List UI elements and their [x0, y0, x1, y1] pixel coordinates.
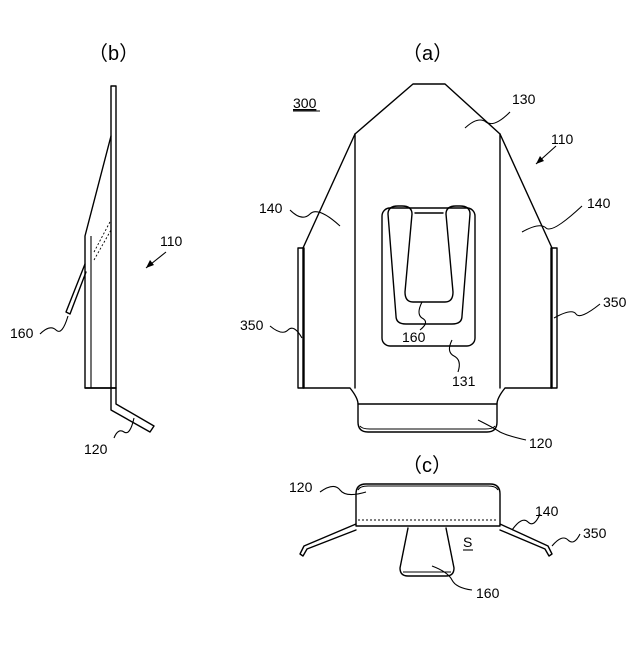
figure-c-title: （c）: [402, 454, 452, 477]
label-S: S: [463, 534, 472, 550]
label-130: 130: [512, 91, 536, 107]
figure-c-drawing: [300, 484, 580, 590]
figure-c: （c） 120 140 350 S 160: [289, 454, 607, 601]
label-350-right: 350: [603, 294, 627, 310]
hidden-line: [94, 230, 111, 260]
leader-120-c: [320, 486, 366, 494]
main-body-outline: [303, 84, 552, 432]
label-110-a: 110: [551, 131, 574, 147]
leader-130: [465, 112, 510, 128]
end-block-edge: [358, 486, 498, 490]
label-160-b: 160: [10, 325, 34, 341]
leader-131: [449, 340, 459, 372]
figure-a-title: （a）: [402, 42, 453, 65]
figure-a: （a） 300: [240, 42, 627, 451]
tongue-160: [388, 206, 470, 324]
side-tab-160: [66, 264, 86, 314]
wing-right: [500, 524, 552, 556]
leader-160-c: [432, 566, 472, 590]
leader-140-right: [522, 206, 582, 232]
leader-120-a: [478, 420, 526, 440]
window-131: [382, 208, 475, 346]
wing-left: [300, 524, 356, 556]
label-350-left: 350: [240, 317, 264, 333]
leader-350-left: [270, 326, 302, 338]
label-140-c: 140: [535, 503, 559, 519]
tab-edge: [360, 426, 495, 429]
label-160-c: 160: [476, 585, 500, 601]
hidden-line: [94, 220, 111, 252]
label-140-left: 140: [259, 200, 283, 216]
label-160-a: 160: [402, 329, 426, 345]
label-110-b: 110: [160, 233, 183, 249]
leader-160-a: [419, 302, 426, 330]
arrow-head: [146, 260, 154, 268]
figure-b-title: （b）: [88, 42, 139, 65]
leader-140-left: [290, 210, 340, 226]
leader-160-b: [40, 316, 68, 334]
label-120-b: 120: [84, 441, 108, 457]
side-wedge: [85, 136, 111, 388]
label-140-right: 140: [587, 195, 611, 211]
label-300: 300: [293, 95, 317, 111]
figure-b-drawing: [40, 86, 166, 438]
side-plate: [111, 86, 116, 388]
label-120-c: 120: [289, 479, 313, 495]
label-131: 131: [452, 373, 476, 389]
label-350-c: 350: [583, 525, 607, 541]
leader-350-c: [552, 534, 580, 546]
tongue-160-c: [400, 528, 454, 576]
figure-b: （b） 110 160 120: [10, 42, 183, 457]
label-120-a: 120: [529, 435, 553, 451]
leader-350-right: [554, 304, 600, 318]
